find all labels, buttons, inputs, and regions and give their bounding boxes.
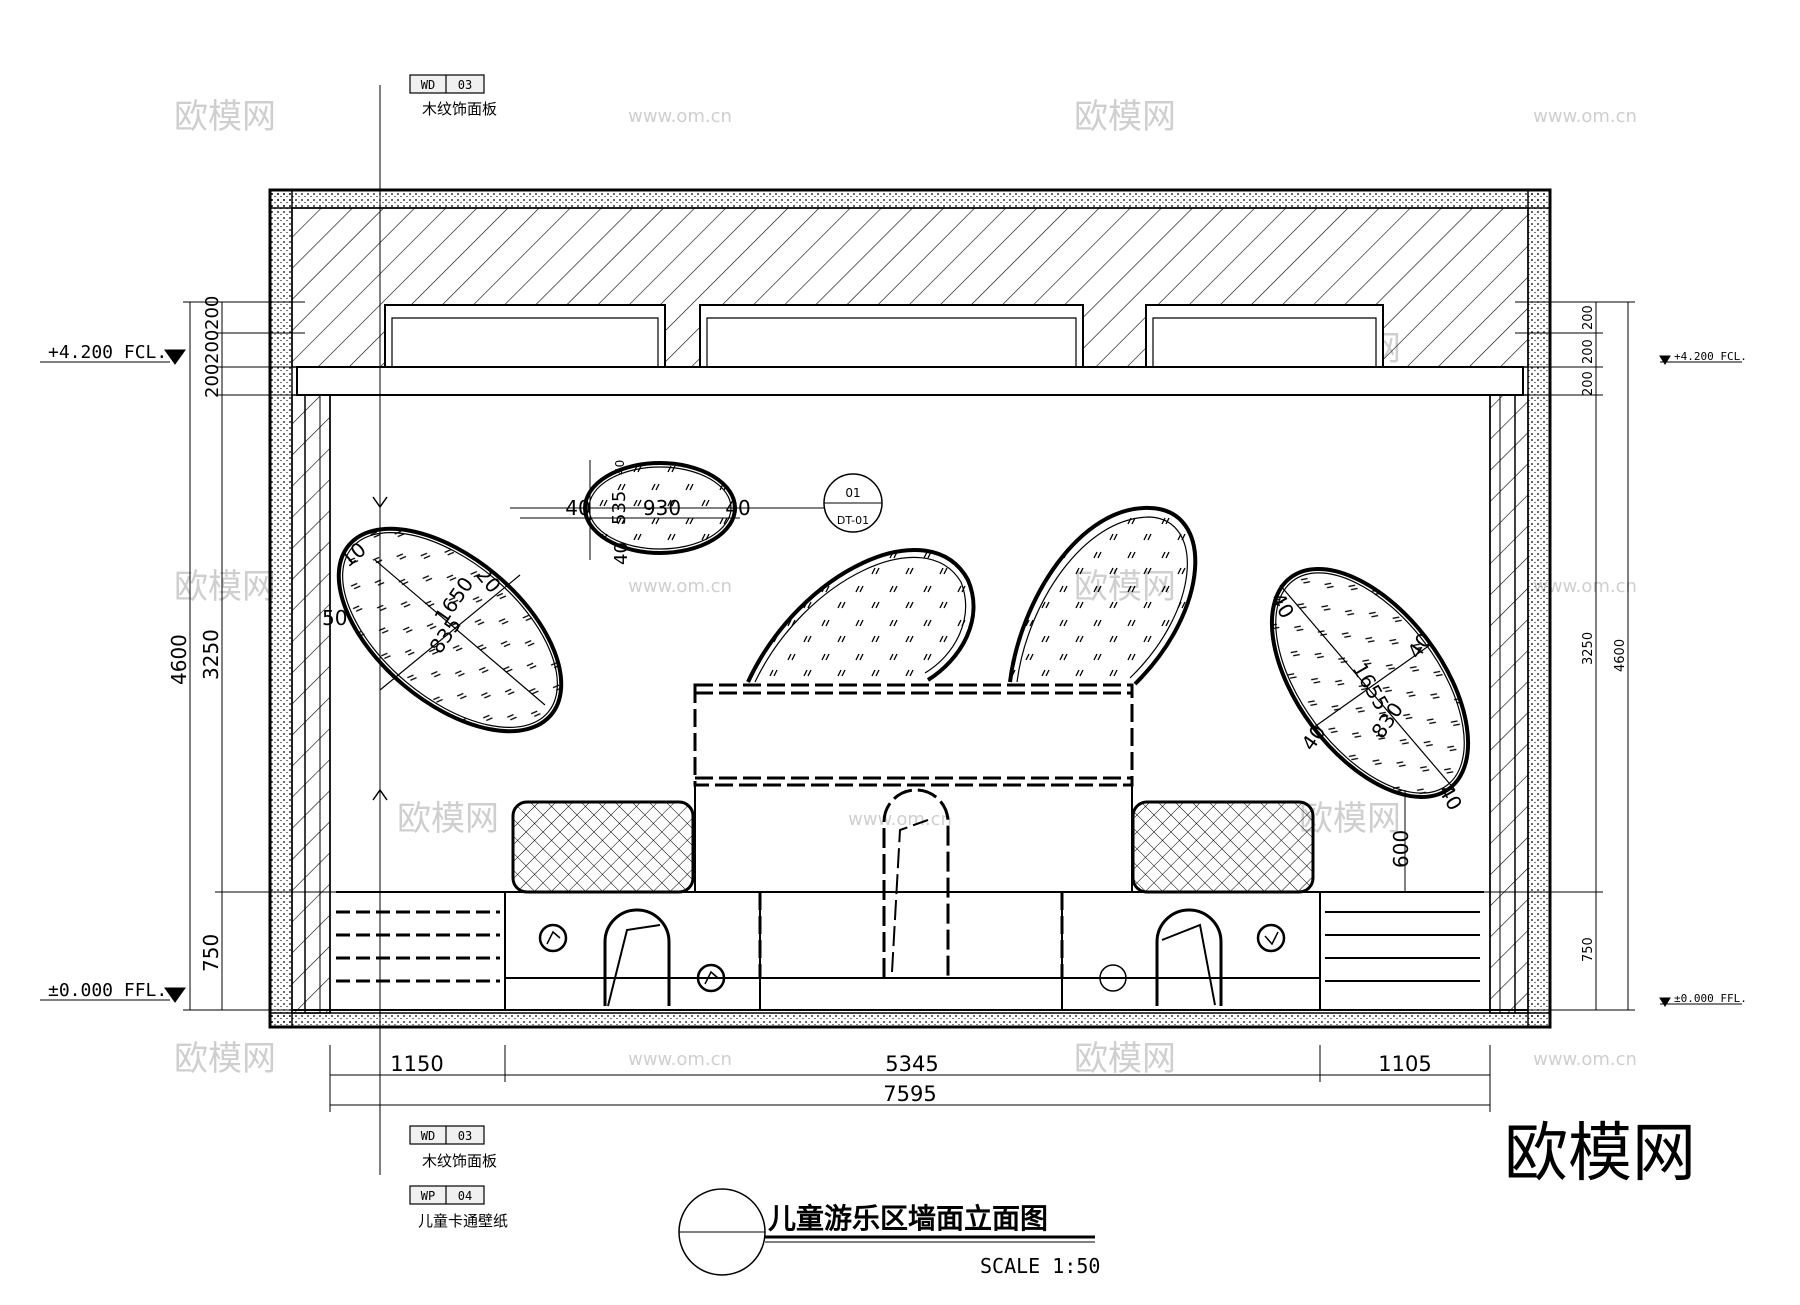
dim-bottom-1105: 1105 (1378, 1052, 1431, 1076)
leaf-shape-right (1008, 505, 1198, 686)
dim-right-600: 600 (1389, 830, 1413, 868)
dimension-right (1484, 301, 1742, 1011)
level-right-top: +4.200 FCL. (1674, 350, 1747, 363)
title-block: 儿童游乐区墙面立面图 SCALE 1:50 (678, 1188, 1100, 1278)
material-tag-1: WD 03 木纹饰面板 (409, 74, 497, 118)
drawing-scale: SCALE 1:50 (980, 1254, 1100, 1278)
drawing-title: 儿童游乐区墙面立面图 (768, 1202, 1048, 1235)
dim-bottom-1150: 1150 (390, 1052, 443, 1076)
dimension-label: 200 (1581, 305, 1596, 330)
dim-top-height: 535 (609, 491, 630, 525)
watermark-url: www.om.cn (628, 106, 732, 127)
dim-top-a: 40 (565, 496, 590, 520)
mirror-ellipse-right (1269, 567, 1471, 799)
dim-left-750: 750 (199, 934, 223, 972)
material-tag-2: WD 03 木纹饰面板 (409, 1125, 497, 1170)
watermark-brand: 欧模网 (174, 1039, 276, 1079)
watermark-brand: 欧模网 (1074, 97, 1176, 137)
dimension-label: 200 (202, 330, 223, 364)
level-left-top: +4.200 FCL. (48, 342, 167, 363)
material-tag-3: WP 04 儿童卡通壁纸 (409, 1185, 508, 1230)
material-code: WD (421, 78, 435, 92)
callout-leaders (372, 85, 388, 1175)
dimension-label: 200 (1581, 371, 1596, 396)
leaf-shape-left (746, 548, 976, 684)
watermark-url: www.om.cn (1533, 1049, 1637, 1070)
watermark-brand: 欧模网 (1074, 1039, 1176, 1079)
dimension-left (40, 301, 336, 1011)
dim-top-c: 40 (613, 460, 627, 475)
brand-watermark: 欧模网 (1504, 1117, 1696, 1191)
dim-right-750: 750 (1581, 937, 1596, 962)
watermark-brand: 欧模网 (174, 567, 276, 607)
material-code: WP (421, 1189, 435, 1203)
dimension-right-labels: +4.200 FCL. ±0.000 FFL. 200 200 200 3250… (1581, 305, 1747, 1005)
material-desc: 儿童卡通壁纸 (418, 1212, 508, 1230)
watermark-url: www.om.cn (628, 576, 732, 597)
level-left-bottom: ±0.000 FFL. (48, 980, 167, 1001)
material-desc: 木纹饰面板 (422, 1152, 497, 1170)
dim-top-d: 40 (611, 542, 632, 565)
dim-right-4600: 4600 (1613, 639, 1628, 672)
dimension-left-labels: +4.200 FCL. ±0.000 FFL. 200 200 200 3250… (48, 296, 223, 1001)
dimension-label: 200 (202, 364, 223, 398)
watermark-brand: 欧模网 (397, 799, 499, 839)
dim-left-c: 50 (322, 606, 347, 630)
dim-bottom-7595: 7595 (883, 1082, 936, 1106)
bench-unit (336, 683, 1484, 1010)
detail-tag-number: 01 (845, 486, 860, 500)
dim-left-4600: 4600 (167, 634, 191, 685)
watermark-brand: 欧模网 (1299, 799, 1401, 839)
level-right-bottom: ±0.000 FFL. (1674, 992, 1747, 1005)
dimension-label: 200 (202, 296, 223, 330)
material-number: 03 (458, 1129, 472, 1143)
detail-tag: 01 DT-01 (660, 473, 883, 533)
dimension-bottom (329, 1045, 1491, 1112)
watermark-url: www.om.cn (1533, 106, 1637, 127)
watermark-url: www.om.cn (628, 1049, 732, 1070)
watermark-url: www.om.cn (848, 809, 952, 830)
material-code: WD (421, 1129, 435, 1143)
material-number: 03 (458, 78, 472, 92)
dim-right-3250: 3250 (1581, 632, 1596, 665)
dim-bottom-5345: 5345 (885, 1052, 938, 1076)
wall-structure (268, 188, 1552, 1029)
watermark-url: www.om.cn (1533, 576, 1637, 597)
mirror-ellipse-left (336, 526, 564, 734)
detail-tag-sheet: DT-01 (837, 514, 869, 527)
watermark-brand: 欧模网 (174, 97, 276, 137)
material-number: 04 (458, 1189, 472, 1203)
dimension-label: 200 (1581, 339, 1596, 364)
material-desc: 木纹饰面板 (422, 100, 497, 118)
dimension-bottom-labels: 1150 5345 1105 7595 (390, 1052, 1431, 1106)
dim-left-3250: 3250 (199, 629, 223, 680)
